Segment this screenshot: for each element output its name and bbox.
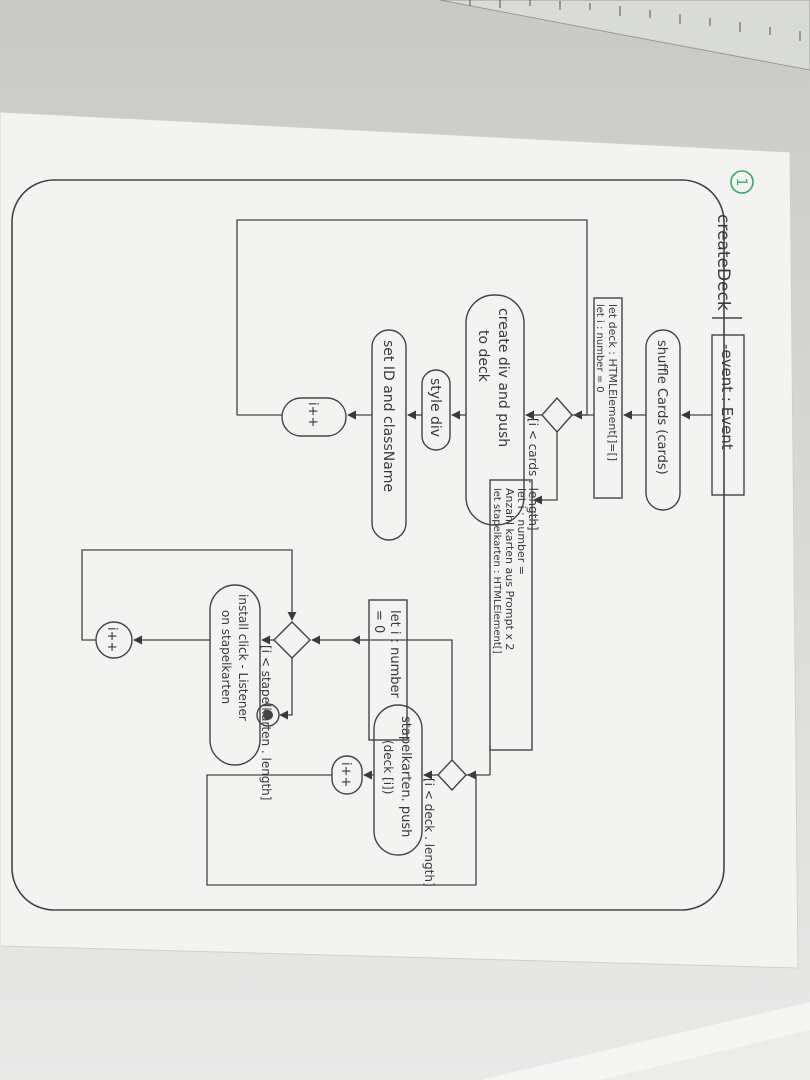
activity-name: createDeck	[713, 214, 733, 311]
style-div-text: style div	[427, 378, 443, 437]
activity-diagram: 1 createDeck -event : Event shuffle Card…	[11, 170, 754, 911]
action-init-deck: let deck : HTMLElement[]=[] let i : numb…	[593, 297, 623, 499]
init-deck-line2: let i : number = 0	[594, 304, 605, 393]
action-install-listener: install click - Listener on stapelkarten	[209, 584, 261, 766]
action-increment-2: i++	[331, 755, 363, 795]
push-line2: (deck [i])	[381, 740, 395, 794]
set-id-text: set ID and className	[380, 340, 396, 492]
action-style-div: style div	[421, 369, 451, 451]
number-marker: 1	[730, 170, 754, 194]
push-line1: stapelkarten. push	[398, 716, 413, 837]
create-div-line2: to deck	[475, 330, 491, 383]
action-reset-i: let i : number = 0	[368, 599, 408, 741]
action-shuffle-cards: shuffle Cards (cards)	[645, 329, 681, 511]
listener-line2: on stapelkarten	[219, 610, 233, 704]
incr-1-text: i++	[305, 402, 320, 427]
stapel-init-line2: Anzahl karten aus Prompt x 2	[503, 488, 516, 650]
reset-i-line1: let i : number	[387, 610, 402, 698]
ruler	[439, 0, 810, 71]
activity-frame	[11, 179, 725, 911]
corner-papers	[480, 1002, 810, 1080]
action-set-id: set ID and className	[371, 329, 407, 541]
init-deck-line1: let deck : HTMLElement[]=[]	[606, 304, 619, 461]
action-stapel-init: let i : number = Anzahl karten aus Promp…	[489, 479, 533, 751]
paper-sheet	[0, 111, 799, 969]
guard-3: [i < stapelkarten . length]	[259, 645, 273, 800]
create-div-line1: create div and push	[495, 308, 511, 447]
incr-2-text: i++	[338, 762, 353, 787]
shuffle-text: shuffle Cards (cards)	[654, 340, 669, 475]
parameter-text: -event : Event	[718, 344, 736, 450]
final-node	[256, 703, 280, 727]
stapel-init-line3: let stapelkarten : HTMLElement[]	[491, 488, 502, 654]
action-increment-1: i++	[281, 397, 347, 437]
action-create-div: create div and push to deck	[465, 294, 525, 526]
action-push-stapelkarten: stapelkarten. push (deck [i])	[373, 704, 423, 856]
guard-2: [i < deck . length]	[422, 778, 436, 887]
stapel-init-line1: let i : number =	[515, 488, 528, 575]
listener-line1: install click - Listener	[236, 594, 250, 721]
number-marker-text: 1	[733, 178, 749, 187]
reset-i-line2: = 0	[371, 610, 386, 633]
incr-3-text: i++	[104, 627, 119, 652]
